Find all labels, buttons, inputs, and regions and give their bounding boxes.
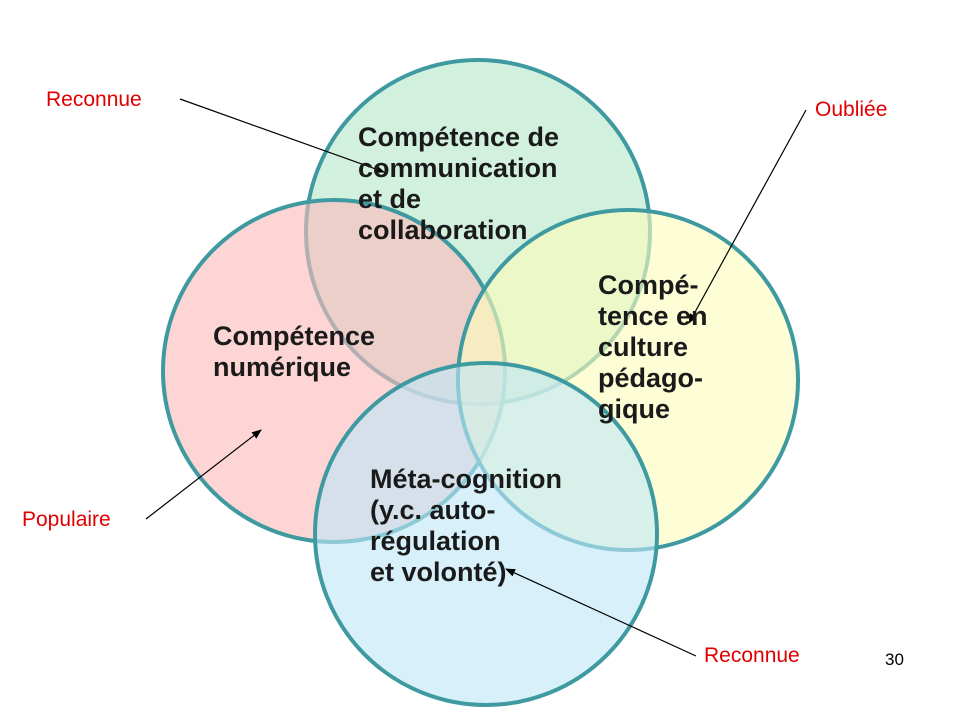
arrow-oubliee: [688, 109, 807, 324]
label-line: et de: [358, 184, 422, 214]
circle-meta-cognition: [313, 361, 659, 707]
label-line: numérique: [213, 352, 352, 382]
annotation-reconnue-top: Reconnue: [46, 88, 142, 111]
arrow-populaire: [145, 429, 262, 520]
page-number: 30: [885, 650, 904, 669]
label-line: Compétence de: [358, 122, 560, 152]
circle-layer: [161, 58, 800, 707]
label-line: communication: [358, 153, 558, 183]
label-numerique: Compétence numérique: [213, 321, 375, 383]
label-line: culture: [598, 332, 689, 362]
label-line: (y.c. auto-: [370, 495, 496, 525]
label-line: Compé-: [598, 270, 699, 300]
label-communication: Compétence de communication et de collab…: [358, 122, 559, 246]
label-line: régulation: [370, 526, 501, 556]
label-line: pédago-: [598, 363, 703, 393]
label-meta-cognition: Méta-cognition (y.c. auto- régulation et…: [370, 464, 562, 588]
arrow-layer: [145, 98, 807, 657]
annotation-oubliee: Oubliée: [815, 98, 888, 121]
label-line: et volonté): [370, 557, 507, 587]
arrow-reconnue-bottom: [505, 568, 697, 657]
label-line: Compétence: [213, 321, 376, 351]
label-line: Méta-cognition: [370, 464, 562, 494]
label-line: gique: [598, 394, 670, 424]
label-pedagogique: Compé- tence en culture pédago- gique: [598, 270, 708, 425]
label-line: tence en: [598, 301, 708, 331]
annotation-populaire: Populaire: [22, 508, 111, 531]
label-line: collaboration: [358, 215, 528, 245]
annotation-reconnue-bottom: Reconnue: [704, 644, 800, 667]
arrow-reconnue-top: [179, 98, 385, 173]
